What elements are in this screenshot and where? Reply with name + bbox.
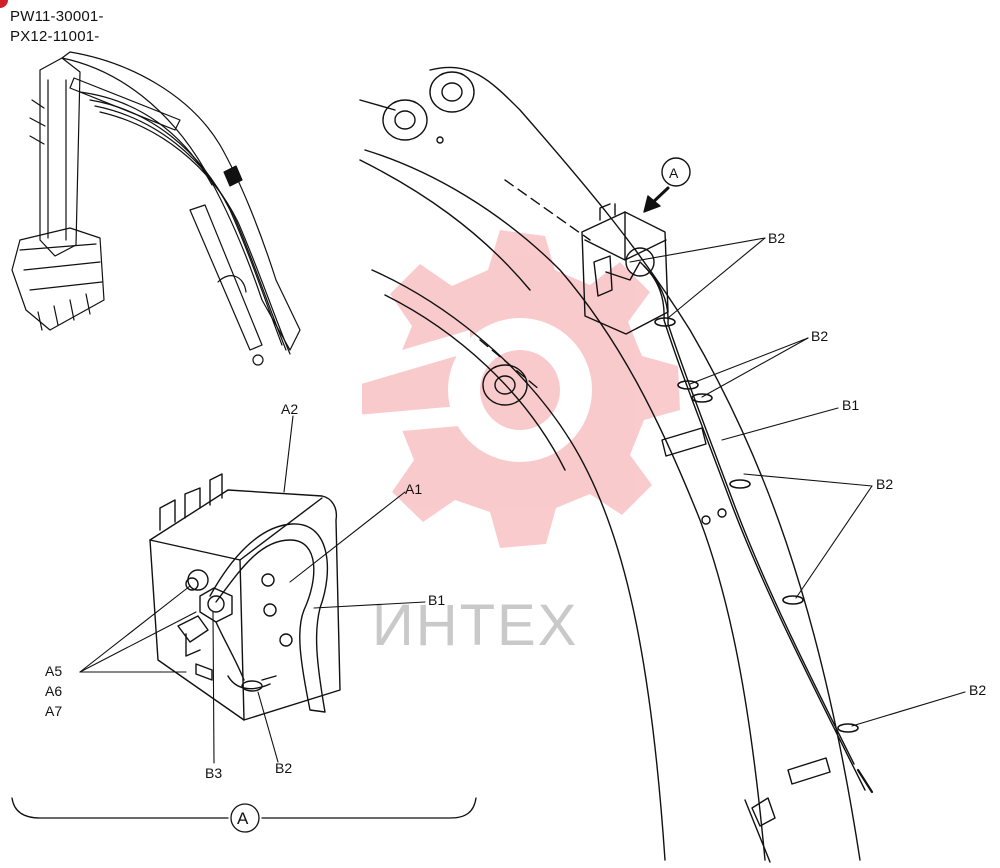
detail-label-a6: A6 (45, 683, 62, 699)
detail-label-b2: B2 (275, 760, 292, 776)
boom-leader-lines (629, 237, 966, 727)
boom-label-b2-2: B2 (811, 328, 828, 344)
boom-label-b2-1: B2 (768, 230, 785, 246)
corner-marker (0, 0, 8, 8)
excavator-overview-illustration (11, 51, 301, 366)
detail-label-a5: A5 (45, 663, 62, 679)
serial-range-2: PX12-11001- (10, 28, 100, 45)
boom-label-b1: B1 (842, 397, 859, 413)
view-marker-a: A (643, 157, 691, 213)
serial-range-1: PW11-30001- (10, 8, 104, 25)
detail-label-a1: A1 (405, 481, 422, 497)
detail-label-b1: B1 (428, 592, 445, 608)
detail-label-b3: B3 (205, 765, 222, 781)
svg-text:A: A (669, 165, 679, 181)
boom-label-b2-4: B2 (969, 682, 986, 698)
boom-illustration (359, 66, 874, 863)
detail-leader-lines (79, 415, 426, 764)
watermark-text: ИНТЕХ (372, 593, 578, 658)
detail-bracket (11, 797, 477, 833)
boom-label-b2-3: B2 (876, 476, 893, 492)
detail-label-a2: A2 (281, 401, 298, 417)
detail-view-marker: A (237, 809, 249, 828)
detail-label-a7: A7 (45, 703, 62, 719)
detail-view-a-illustration (149, 473, 341, 721)
